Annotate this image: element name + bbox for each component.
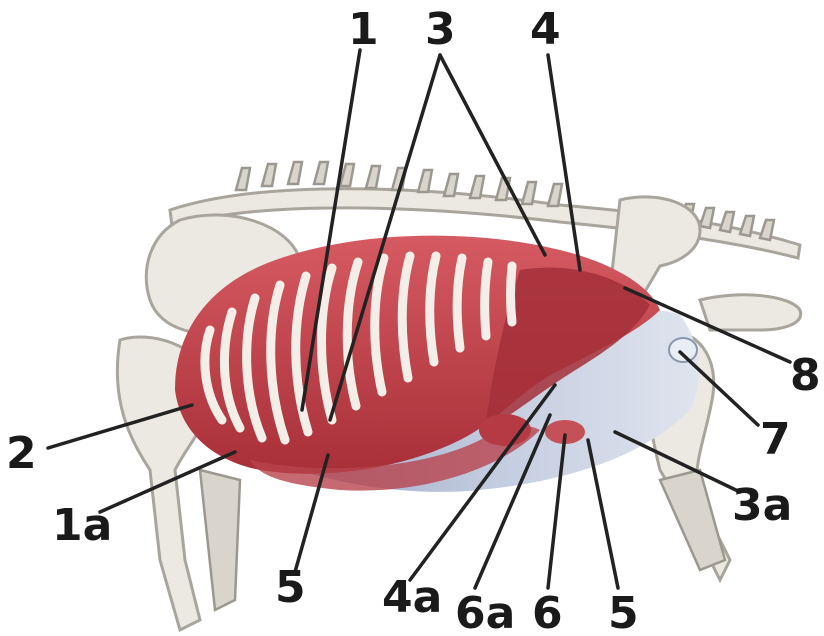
label-3a: 3a bbox=[732, 480, 792, 531]
label-3: 3 bbox=[425, 4, 456, 55]
label-8: 8 bbox=[790, 350, 821, 401]
label-6a: 6a bbox=[455, 588, 515, 636]
label-5-right: 5 bbox=[608, 588, 639, 636]
label-4: 4 bbox=[530, 4, 561, 55]
body-wall bbox=[175, 236, 699, 492]
inguinal-ring bbox=[669, 338, 697, 362]
label-2: 2 bbox=[6, 428, 37, 479]
label-1a: 1a bbox=[52, 500, 112, 551]
label-5-left: 5 bbox=[275, 562, 306, 613]
label-7: 7 bbox=[760, 414, 791, 465]
leader-4 bbox=[548, 55, 580, 270]
label-1: 1 bbox=[348, 4, 379, 55]
label-6: 6 bbox=[532, 588, 563, 636]
label-4a: 4a bbox=[382, 572, 442, 623]
leader-3b-branch bbox=[440, 55, 545, 255]
